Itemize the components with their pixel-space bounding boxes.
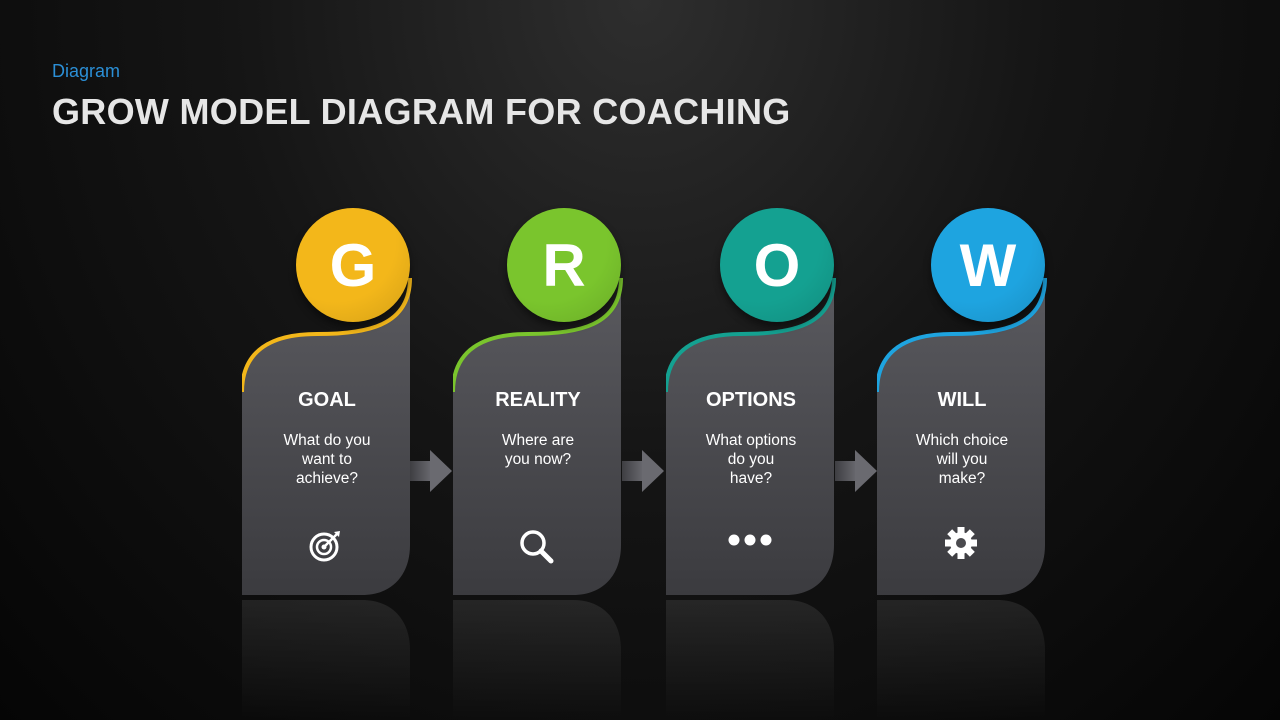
reality-label: REALITY bbox=[495, 389, 581, 411]
will-question: Which choice will you make? bbox=[915, 432, 1009, 487]
grow-step-goal: G GOAL What do you want to achieve? bbox=[242, 200, 412, 720]
goal-label: GOAL bbox=[298, 389, 356, 411]
flow-arrow-3 bbox=[835, 450, 877, 492]
options-label: OPTIONS bbox=[705, 389, 796, 411]
reality-question: Where are you now? bbox=[501, 432, 575, 468]
options-letter-circle: O bbox=[720, 208, 834, 322]
target-icon bbox=[309, 531, 340, 562]
flow-arrow-2 bbox=[622, 450, 664, 492]
grow-step-options: O OPTIONS What options do you have? bbox=[666, 200, 836, 720]
will-card-shape bbox=[877, 277, 1047, 595]
flow-arrow-1 bbox=[410, 450, 452, 492]
eyebrow-label: Diagram bbox=[52, 61, 121, 81]
reality-card-shape bbox=[453, 277, 623, 595]
grow-step-reality: R REALITY Where are you now? bbox=[453, 200, 623, 720]
goal-letter-circle: G bbox=[296, 208, 410, 322]
goal-question: What do you want to achieve? bbox=[283, 432, 371, 487]
options-reflection bbox=[666, 600, 834, 720]
reality-reflection bbox=[453, 600, 621, 720]
goal-card-shape bbox=[242, 277, 412, 595]
page-title: GROW MODEL DIAGRAM FOR COACHING bbox=[52, 91, 791, 132]
search-icon bbox=[520, 530, 554, 564]
will-letter-circle: W bbox=[931, 208, 1045, 322]
options-card-shape bbox=[666, 277, 836, 595]
grow-step-will: W WILL Which choice will you make? bbox=[877, 200, 1047, 720]
gear-icon bbox=[945, 527, 977, 559]
will-label: WILL bbox=[937, 389, 987, 411]
options-question: What options do you have? bbox=[705, 432, 797, 487]
will-reflection bbox=[877, 600, 1045, 720]
reality-letter-circle: R bbox=[507, 208, 621, 322]
goal-reflection bbox=[242, 600, 410, 720]
more-dots-icon bbox=[728, 534, 772, 546]
